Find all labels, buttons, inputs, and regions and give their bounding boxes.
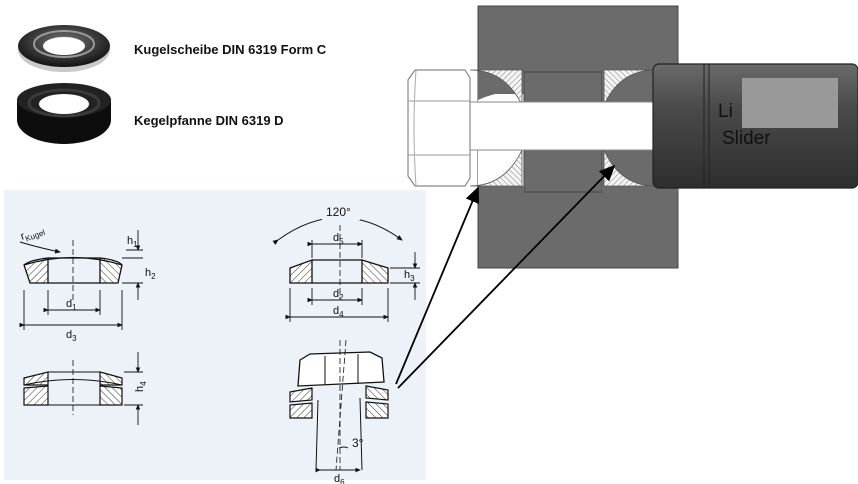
svg-text:h4: h4 [134,381,148,392]
d5-label: d [333,232,339,244]
svg-text:d4: d4 [333,305,344,319]
d5-sub: 5 [339,237,344,246]
kegelpfanne-label: Kegelpfanne DIN 6319 D [134,113,284,128]
svg-text:d5: d5 [333,232,344,246]
tilted-bolt-section [289,339,389,473]
slider-line1: Li [718,101,733,122]
slider-line2: Slider [722,128,771,149]
d3-label: d [66,329,72,341]
d1-label: d [66,298,72,310]
h1-sub: 1 [133,240,138,249]
h1-label: h [127,235,133,247]
kegelpfanne-section [272,205,403,300]
d2-label: d [333,288,339,300]
svg-text:h3: h3 [404,269,415,283]
pointer-arrows [395,164,616,389]
d2-sub: 2 [339,293,344,302]
svg-text:d1: d1 [66,298,77,312]
linear-slider [652,63,858,189]
svg-text:d6: d6 [334,473,345,484]
d1-sub: 1 [72,303,77,312]
kugelscheibe-dims [19,230,143,330]
slider-text: Li Slider [718,98,771,152]
svg-text:h1: h1 [127,235,138,249]
d4-sub: 4 [339,310,344,319]
svg-text:d3: d3 [66,329,77,343]
svg-text:h2: h2 [145,267,156,281]
angle-120-label: 120° [326,205,351,219]
h3-label: h [404,269,410,281]
kugelscheibe-section [19,240,123,300]
kugelscheibe-photo [18,25,110,72]
h3-sub: 3 [410,274,415,283]
d6-label: d [334,473,340,484]
d3-sub: 3 [72,334,77,343]
kegelpfanne-photo [17,83,111,144]
tilt-3-label: 3° [352,436,364,450]
svg-text:d2: d2 [333,288,344,302]
kugelscheibe-label: Kugelscheibe DIN 6319 Form C [134,42,327,57]
washer-set-dims [124,352,143,425]
h2-label: h [145,267,151,279]
h2-sub: 2 [151,272,156,281]
r-kugel-label: r [19,230,27,243]
washer-set-section [23,360,123,415]
d4-label: d [333,305,339,317]
kegelpfanne-dims [285,240,420,322]
assembly-section [407,5,679,269]
dimension-labels: rKugel h1 h2 d1 d3 120° d5 d2 d4 h3 h4 3… [19,205,415,484]
h4-sub: 4 [139,381,148,386]
h4-label: h [134,386,146,392]
d6-sub: 6 [340,478,345,484]
